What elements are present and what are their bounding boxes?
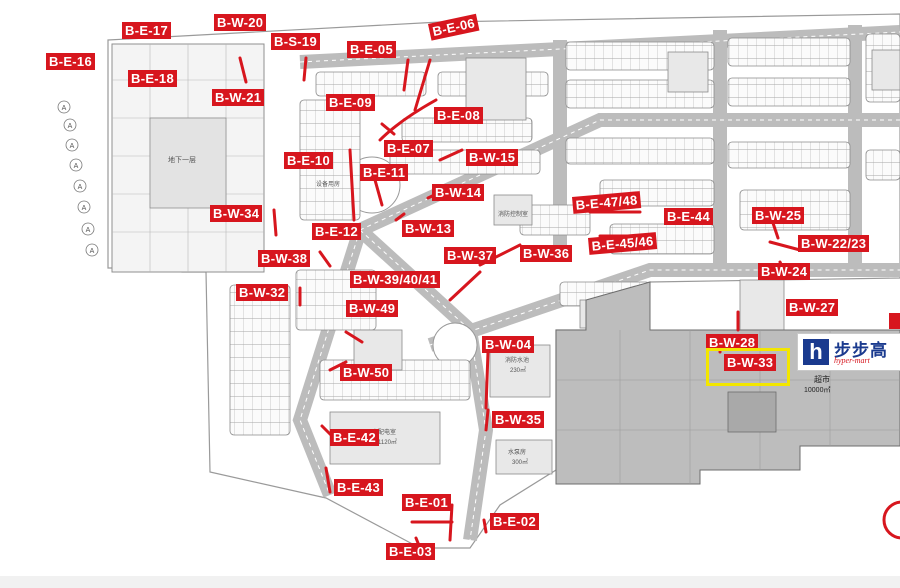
axis-letter: A [62,105,67,112]
label-b-w-22-23[interactable]: B-W-22/23 [798,235,870,252]
selected-label-highlight [706,348,790,386]
label-b-e-11[interactable]: B-E-11 [360,164,409,181]
label-b-e-07[interactable]: B-E-07 [384,140,433,157]
pump-room-text: 水泵房 [508,448,526,456]
label-b-w-38[interactable]: B-W-38 [258,250,311,267]
fire-pool-text: 消防水池 [505,356,529,364]
label-b-s-19[interactable]: B-S-19 [271,33,320,50]
fire-control-text: 消防控制室 [498,210,528,218]
label-b-w-50[interactable]: B-W-50 [340,364,393,381]
axis-letter: A [78,184,83,191]
axis-letter: A [86,227,91,234]
label-b-w-28[interactable]: B-W-28 [706,334,759,351]
supermarket-area-name: 超市 [814,374,830,384]
axis-letter: A [68,123,73,130]
axis-letter: A [90,248,95,255]
store-subtitle: hyper-mart [834,356,870,365]
label-b-e-18[interactable]: B-E-18 [128,70,177,87]
equipment-room-text: 设备用房 [316,180,340,188]
basement-room-text: 地下一层 [168,155,196,164]
label-b-w-25[interactable]: B-W-25 [752,207,805,224]
edge-label-fragment [889,313,900,329]
supermarket-area-size: 10000㎡ [804,386,830,394]
label-b-w-20[interactable]: B-W-20 [214,14,267,31]
area-300-text: 300㎡ [512,458,528,466]
axis-letter: A [74,163,79,170]
label-b-e-10[interactable]: B-E-10 [284,152,333,169]
label-b-e-08[interactable]: B-E-08 [434,107,483,124]
label-b-w-27[interactable]: B-W-27 [786,299,839,316]
label-b-e-02[interactable]: B-E-02 [490,513,539,530]
label-b-w-21[interactable]: B-W-21 [212,89,265,106]
label-b-e-43[interactable]: B-E-43 [334,479,383,496]
label-b-w-36[interactable]: B-W-36 [520,245,573,262]
label-b-e-42[interactable]: B-E-42 [330,429,379,446]
label-b-e-16[interactable]: B-E-16 [46,53,95,70]
logo-mark: h [803,339,829,365]
label-b-w-24[interactable]: B-W-24 [758,263,811,280]
transformer-text: 变配电室 [372,428,396,436]
label-b-w-49[interactable]: B-W-49 [346,300,399,317]
label-b-w-34[interactable]: B-W-34 [210,205,263,222]
label-b-e-09[interactable]: B-E-09 [326,94,375,111]
hypermart-logo: h 步步高 hyper-mart [797,333,900,371]
seal-partial [882,500,900,540]
axis-letters: A A A A A A A A [62,105,95,255]
area-230-text: 230㎡ [510,366,526,374]
label-b-w-35[interactable]: B-W-35 [492,411,545,428]
label-b-e-01[interactable]: B-E-01 [402,494,451,511]
label-b-e-12[interactable]: B-E-12 [312,223,361,240]
label-b-w-32[interactable]: B-W-32 [236,284,289,301]
axis-letter: A [82,205,87,212]
label-b-w-13[interactable]: B-W-13 [402,220,455,237]
axis-letter: A [70,143,75,150]
bottom-strip [0,576,900,588]
label-b-w-14[interactable]: B-W-14 [432,184,485,201]
area-1120-text: 1120㎡ [378,438,397,446]
label-b-w-04[interactable]: B-W-04 [482,336,535,353]
west-core [149,117,227,209]
label-b-w-39-40-41[interactable]: B-W-39/40/41 [350,271,441,288]
label-b-e-44[interactable]: B-E-44 [664,208,713,225]
label-b-e-17[interactable]: B-E-17 [122,22,171,39]
label-b-w-15[interactable]: B-W-15 [466,149,519,166]
supermarket-core [727,391,777,433]
label-b-e-03[interactable]: B-E-03 [386,543,435,560]
axis-markers [57,100,99,257]
label-b-e-05[interactable]: B-E-05 [347,41,396,58]
label-b-w-33[interactable]: B-W-33 [724,354,777,371]
store-name: 步步高 [834,341,888,360]
label-b-w-37[interactable]: B-W-37 [444,247,497,264]
